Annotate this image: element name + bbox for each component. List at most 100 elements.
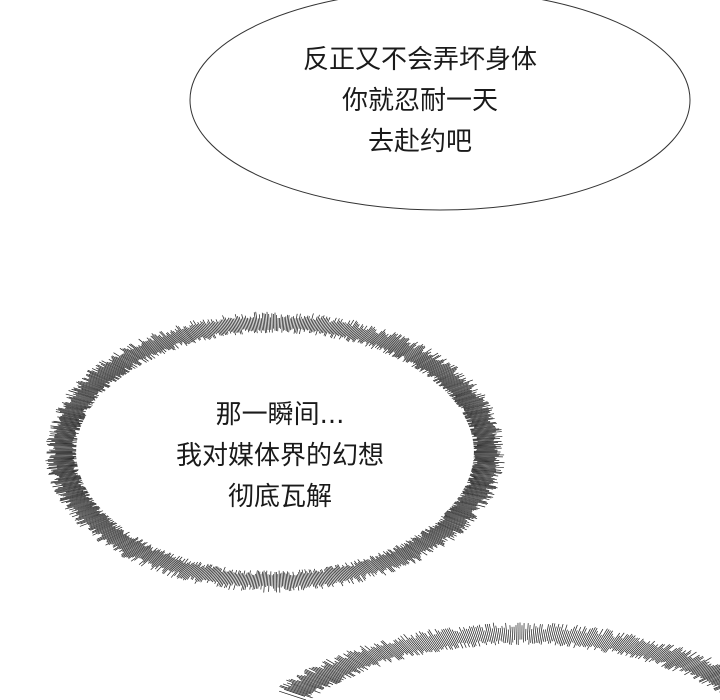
- spike-stroke: [347, 657, 365, 669]
- spike-stroke: [350, 327, 360, 340]
- spike-stroke: [472, 625, 481, 647]
- spike-stroke: [656, 648, 678, 665]
- spike-stroke: [251, 575, 255, 588]
- spike-stroke: [95, 522, 119, 534]
- spike-stroke: [113, 538, 133, 551]
- spike-stroke: [81, 388, 98, 395]
- spike-stroke: [415, 635, 429, 652]
- spike-stroke: [333, 567, 344, 587]
- spike-stroke: [410, 637, 424, 653]
- spike-stroke: [394, 345, 410, 358]
- spike-stroke: [663, 647, 684, 663]
- spike-stroke: [59, 474, 78, 478]
- spike-stroke: [665, 650, 692, 669]
- spike-stroke: [177, 326, 191, 343]
- spike-stroke: [330, 320, 341, 339]
- thought-bubble-middle: [45, 311, 505, 593]
- spike-stroke: [651, 647, 664, 659]
- spike-stroke: [65, 405, 85, 410]
- spike-stroke: [417, 534, 438, 547]
- spike-stroke: [300, 680, 323, 690]
- spike-stroke: [468, 428, 500, 433]
- spike-stroke: [308, 569, 315, 588]
- spike-stroke: [619, 635, 636, 654]
- spike-stroke: [471, 418, 495, 423]
- spike-stroke: [48, 470, 79, 474]
- spike-stroke: [242, 572, 248, 590]
- spike-stroke: [323, 668, 343, 679]
- spike-stroke: [146, 340, 162, 354]
- spike-stroke: [141, 550, 153, 560]
- spike-stroke: [54, 437, 81, 440]
- spike-stroke: [301, 315, 306, 330]
- spike-stroke: [471, 421, 491, 426]
- spike-stroke: [462, 407, 489, 414]
- spike-stroke: [440, 375, 460, 384]
- spike-stroke: [237, 573, 242, 587]
- spike-stroke: [375, 558, 387, 571]
- spike-stroke: [478, 624, 485, 644]
- spike-stroke: [471, 427, 497, 432]
- spike-stroke: [206, 321, 217, 339]
- spike-stroke: [155, 552, 171, 568]
- spike-stroke: [629, 638, 644, 655]
- spike-stroke: [214, 568, 222, 585]
- spike-stroke: [584, 627, 596, 648]
- spike-stroke: [356, 325, 368, 340]
- spike-stroke: [528, 624, 531, 645]
- spike-stroke: [95, 367, 121, 380]
- spike-stroke: [418, 360, 440, 372]
- spike-stroke: [334, 662, 352, 673]
- spike-stroke: [667, 656, 688, 670]
- spike-stroke: [511, 626, 514, 643]
- spike-stroke: [121, 540, 144, 555]
- spike-stroke: [119, 347, 139, 361]
- spike-stroke: [77, 391, 98, 399]
- spike-stroke: [451, 384, 474, 393]
- spike-stroke: [691, 661, 710, 673]
- spike-stroke: [469, 461, 499, 464]
- spike-stroke: [284, 316, 287, 330]
- spike-stroke: [361, 650, 379, 664]
- spike-stroke: [693, 664, 720, 680]
- spike-stroke: [458, 499, 486, 508]
- spike-stroke: [220, 319, 228, 336]
- spike-stroke: [437, 522, 462, 534]
- spike-stroke: [337, 322, 346, 337]
- spike-stroke: [170, 562, 184, 578]
- spike-stroke: [177, 329, 190, 345]
- spike-stroke: [53, 445, 79, 448]
- spike-stroke: [466, 422, 496, 427]
- spike-stroke: [238, 316, 243, 330]
- spike-stroke: [384, 334, 402, 351]
- spike-stroke: [581, 628, 591, 646]
- spike-stroke: [565, 628, 573, 644]
- spike-stroke: [429, 529, 446, 539]
- spike-stroke: [49, 455, 76, 458]
- spike-stroke: [130, 349, 144, 360]
- spike-stroke: [223, 570, 230, 585]
- spike-stroke: [308, 573, 313, 585]
- spike-stroke: [419, 635, 433, 653]
- spike-stroke: [60, 423, 81, 428]
- spike-stroke: [457, 496, 488, 505]
- spike-stroke: [456, 504, 475, 511]
- spike-stroke: [443, 516, 466, 525]
- spike-stroke: [80, 380, 106, 391]
- spike-stroke: [428, 532, 446, 543]
- spike-stroke: [141, 343, 157, 356]
- spike-stroke: [644, 644, 666, 663]
- spike-stroke: [77, 385, 99, 394]
- spike-stroke: [448, 509, 478, 520]
- spike-stroke: [121, 354, 137, 365]
- spike-stroke: [435, 366, 457, 377]
- spike-stroke: [309, 318, 314, 334]
- spike-stroke: [225, 569, 233, 588]
- spike-stroke: [338, 655, 365, 672]
- spike-stroke: [53, 468, 74, 472]
- spike-stroke: [159, 555, 171, 567]
- spike-stroke: [373, 643, 391, 659]
- spike-stroke: [253, 317, 257, 333]
- spike-stroke: [49, 435, 75, 438]
